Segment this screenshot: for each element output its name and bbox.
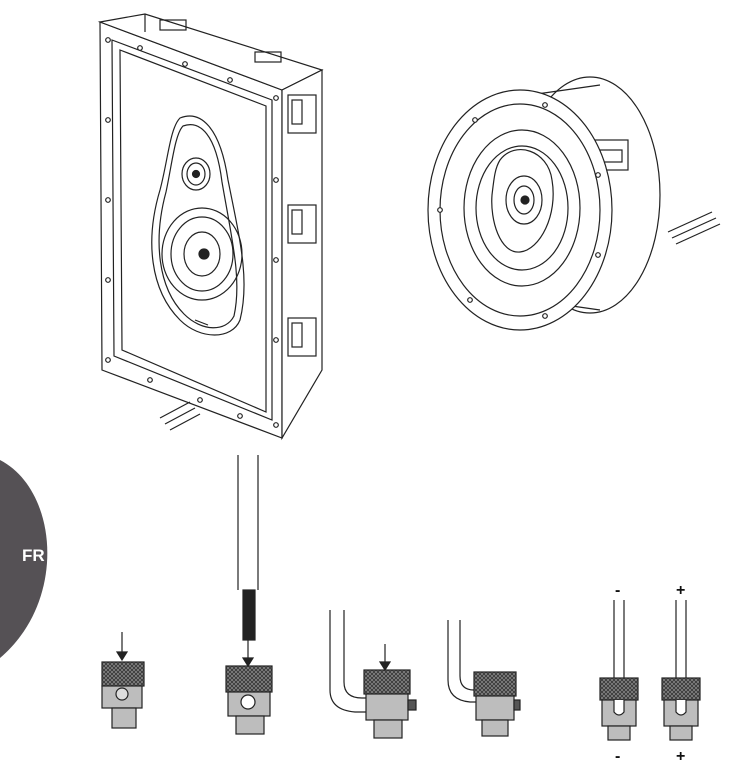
binding-post-negative — [599, 600, 639, 741]
polarity-bottom-negative: - — [615, 748, 621, 765]
binding-post-steps-icon — [101, 455, 701, 741]
binding-post-step-4 — [447, 620, 521, 737]
in-wall-speaker-icon — [97, 13, 324, 441]
language-tab — [0, 460, 48, 658]
language-tab-label: FR — [22, 546, 45, 565]
binding-post-positive — [661, 600, 701, 741]
binding-post-step-3 — [329, 610, 417, 739]
polarity-bottom-positive: + — [676, 748, 686, 765]
binding-post-step-1 — [101, 632, 145, 729]
binding-post-step-2 — [225, 455, 273, 735]
polarity-top-positive: + — [676, 582, 686, 599]
in-ceiling-speaker-icon — [427, 76, 721, 331]
polarity-top-negative: - — [615, 582, 621, 599]
